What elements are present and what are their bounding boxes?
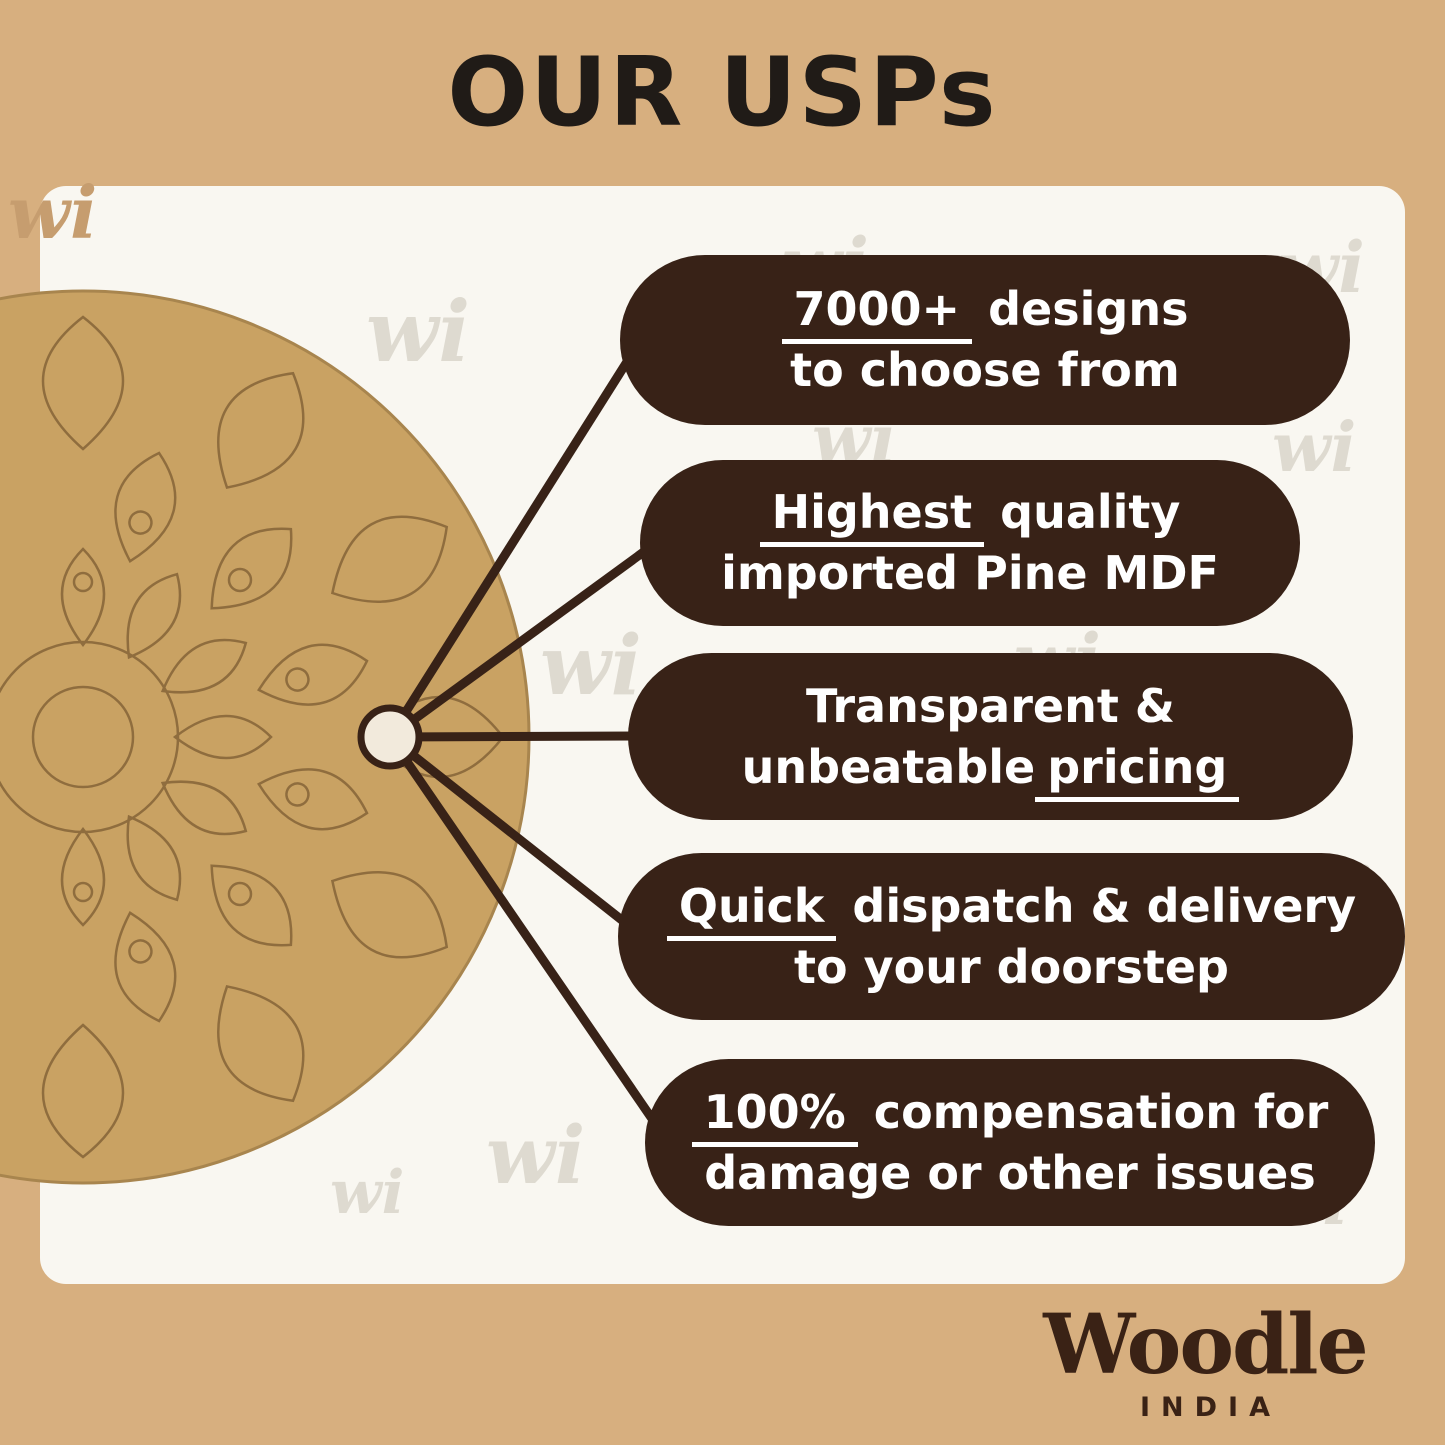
- usp-line: damage or other issues: [704, 1145, 1316, 1200]
- underlined-text: pricing: [1035, 739, 1240, 802]
- usp-line: 7000+ designs: [781, 279, 1188, 345]
- brand-name: Woodle: [1043, 1297, 1368, 1393]
- usp-line: 100% compensation for: [691, 1082, 1328, 1147]
- hub-dot: [357, 704, 423, 770]
- usp-line: Transparent &: [806, 678, 1175, 733]
- watermark-logo: wi: [540, 618, 642, 714]
- underlined-text: Highest: [759, 485, 985, 548]
- page-title: OUR USPs: [447, 38, 998, 148]
- usp-line: to choose from: [790, 343, 1180, 397]
- underlined-text: 7000+: [781, 282, 973, 345]
- usp-line: Quick dispatch & delivery: [666, 876, 1356, 941]
- underlined-text: 100%: [691, 1084, 858, 1147]
- watermark-logo: wi: [486, 1108, 586, 1202]
- brand-country: INDIA: [1140, 1392, 1281, 1424]
- watermark-logo: wi: [330, 1158, 405, 1228]
- usp-pill-compensation: 100% compensation for damage or other is…: [645, 1059, 1375, 1226]
- mandala-linework: [0, 315, 505, 1159]
- usp-line: to your doorstep: [794, 939, 1229, 994]
- usp-line: imported Pine MDF: [721, 546, 1219, 600]
- usp-line: Highest quality: [759, 482, 1180, 548]
- usp-pill-designs: 7000+ designs to choose from: [620, 255, 1350, 425]
- underlined-text: Quick: [666, 878, 837, 941]
- watermark-logo: wi: [366, 282, 471, 381]
- watermark-logo: wi: [8, 170, 98, 255]
- usp-pill-dispatch: Quick dispatch & delivery to your doorst…: [618, 853, 1405, 1020]
- brand-logo: Woodle INDIA: [1030, 1302, 1380, 1423]
- usp-pill-quality: Highest quality imported Pine MDF: [640, 460, 1300, 626]
